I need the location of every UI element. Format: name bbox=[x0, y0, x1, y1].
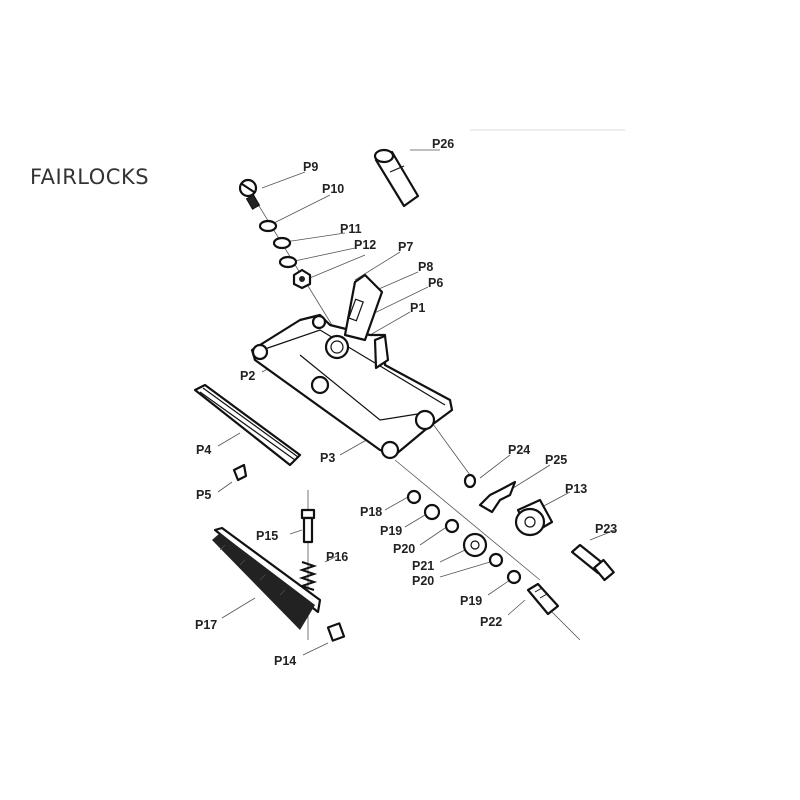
part-p7-handle-mount bbox=[343, 273, 384, 342]
label-p25: P25 bbox=[545, 453, 567, 467]
label-p11: P11 bbox=[340, 222, 362, 236]
label-p22: P22 bbox=[480, 615, 502, 629]
label-p6: P6 bbox=[428, 276, 443, 290]
part-p16-spring bbox=[298, 561, 318, 591]
part-p13-roller bbox=[514, 498, 554, 537]
part-p17-brush bbox=[212, 526, 322, 630]
label-p16: P16 bbox=[326, 550, 348, 564]
part-nut bbox=[292, 268, 312, 290]
part-p12-washer bbox=[278, 255, 298, 269]
label-p14: P14 bbox=[274, 654, 296, 668]
part-p18-nut bbox=[406, 489, 422, 505]
label-p17: P17 bbox=[195, 618, 217, 632]
label-p20-second: P20 bbox=[412, 574, 434, 588]
label-p19-second: P19 bbox=[460, 594, 482, 608]
label-p15: P15 bbox=[256, 529, 278, 543]
label-p20: P20 bbox=[393, 542, 415, 556]
part-p20-bearing-2 bbox=[488, 552, 504, 568]
part-p15-bolt bbox=[300, 508, 316, 544]
part-p21-wheel bbox=[462, 532, 488, 558]
part-p24-ring bbox=[463, 473, 477, 489]
label-p7: P7 bbox=[398, 240, 413, 254]
label-p1: P1 bbox=[410, 301, 425, 315]
part-p14-cap bbox=[326, 622, 346, 642]
part-p25-wingnut bbox=[478, 480, 517, 514]
part-p23-bolt bbox=[570, 543, 615, 582]
part-p9-screw bbox=[238, 178, 261, 210]
part-labels: P26 P9 P10 P11 P12 P7 P8 P6 P1 P2 P4 P3 … bbox=[195, 137, 617, 668]
label-p8: P8 bbox=[418, 260, 433, 274]
label-p10: P10 bbox=[322, 182, 344, 196]
label-p2: P2 bbox=[240, 369, 255, 383]
part-p1-main-body bbox=[250, 273, 454, 460]
part-p10-washer bbox=[258, 219, 278, 233]
label-p9: P9 bbox=[303, 160, 318, 174]
label-p5: P5 bbox=[196, 488, 211, 502]
brand-title: FAIRLOCKS bbox=[30, 165, 150, 189]
label-p3: P3 bbox=[320, 451, 335, 465]
part-p20-bearing bbox=[444, 518, 460, 534]
part-p4-rail bbox=[193, 383, 302, 467]
label-p23: P23 bbox=[595, 522, 617, 536]
part-p19-washer-2 bbox=[506, 569, 522, 585]
part-p22-axle bbox=[526, 582, 560, 616]
label-p18: P18 bbox=[360, 505, 382, 519]
label-p13: P13 bbox=[565, 482, 587, 496]
label-p21: P21 bbox=[412, 559, 434, 573]
part-p19-washer bbox=[423, 503, 441, 521]
label-p19: P19 bbox=[380, 524, 402, 538]
part-p5-clip bbox=[232, 463, 248, 482]
part-p26-coupling bbox=[373, 148, 420, 208]
part-p11-washer bbox=[272, 236, 292, 250]
label-p4: P4 bbox=[196, 443, 211, 457]
label-p26: P26 bbox=[432, 137, 454, 151]
label-p12: P12 bbox=[354, 238, 376, 252]
label-p24: P24 bbox=[508, 443, 530, 457]
